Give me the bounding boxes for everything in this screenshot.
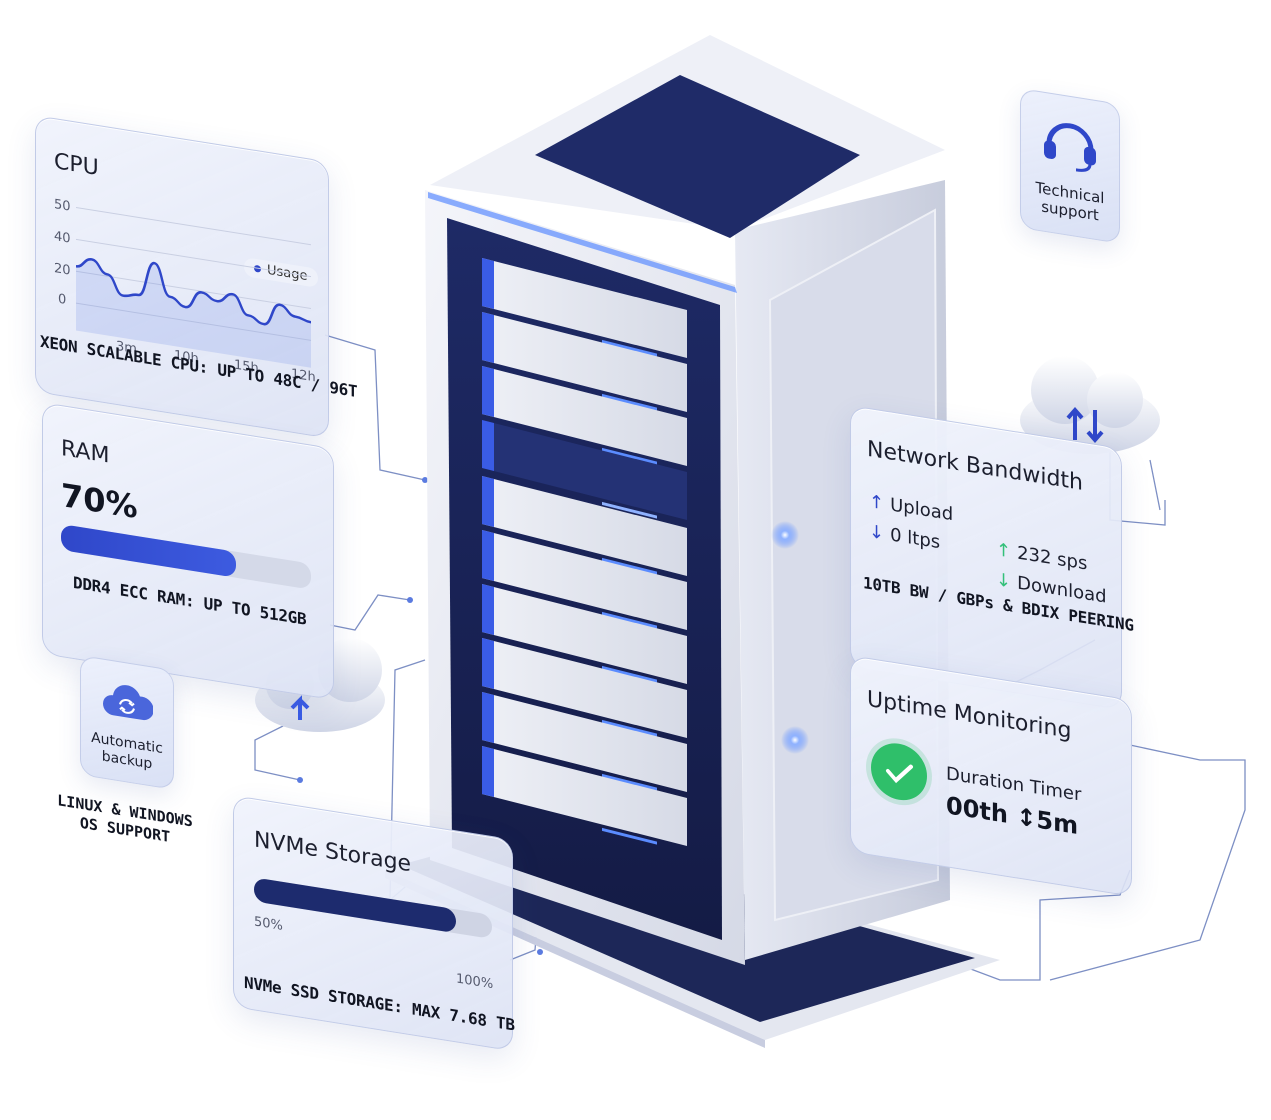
rack-unit [482,258,687,358]
uptime-title: Uptime Monitoring [867,686,1072,745]
check-icon [886,764,913,784]
storage-end-label: 100% [456,971,494,993]
rack-unit [482,584,687,684]
cloud-sync-icon [103,685,153,721]
rack-units [482,258,687,846]
arrow-down-icon: ↓ [996,569,1012,593]
gridline [76,206,311,246]
download-rate: 232 sps [1017,542,1088,575]
usage-line [76,258,312,326]
glow-point [771,521,799,549]
tower-top [430,35,945,238]
uptime-monitoring-card: Uptime Monitoring Duration Timer 00th ↕5… [850,655,1132,897]
rack-unit-active [482,420,687,520]
rack-unit [482,476,687,576]
upload-label: Upload [890,494,954,526]
y-tick: 20 [54,261,71,279]
download-rate-row: ↑232 sps [996,539,1087,574]
ram-progress-fill [61,524,236,578]
network-title: Network Bandwidth [867,436,1083,496]
headset-icon [1044,123,1096,172]
y-tick: 0 [58,291,67,308]
check-circle-icon [871,739,927,805]
gridline [76,238,311,278]
rack-unit [482,638,687,738]
y-tick: 40 [54,229,71,247]
rack-unit [482,746,687,846]
chart-gridlines [76,206,311,341]
ram-title: RAM [61,436,110,469]
arrow-up-icon: ↑ [996,539,1012,563]
nvme-storage-card: NVMe Storage 50% 100% NVMe SSD STORAGE: … [233,795,515,1052]
upload-rate: 0 ltps [890,524,941,554]
ram-percent: 70% [61,476,138,527]
rack-unit [482,312,687,412]
rack-unit [482,692,687,792]
usage-area [76,259,311,368]
y-tick: 50 [54,197,71,215]
automatic-backup-tile: Automatic backup [80,655,174,790]
rack-unit [482,366,687,466]
glow-point [781,726,809,754]
storage-progress-bar [254,877,492,940]
cpu-line-chart [76,206,312,368]
storage-title: NVMe Storage [254,827,412,878]
gridline [76,302,311,341]
upload-row: ↑Upload [869,491,953,525]
rack-unit [482,530,687,630]
arrow-up-icon: ↑ [869,491,885,515]
storage-progress-fill [254,877,457,934]
upload-rate-row: ↓0 ltps [869,521,940,553]
cpu-title: CPU [54,149,99,182]
cpu-card: CPU 50 40 20 0 Usage 3m 10h 15h 12h XEON… [35,115,357,439]
technical-support-tile: Technical support [1020,88,1120,244]
ram-card: RAM 70% DDR4 ECC RAM: UP TO 512GB [42,402,334,701]
gridline [76,270,311,309]
arrow-down-icon: ↓ [869,521,885,545]
storage-start-label: 50% [254,914,283,934]
